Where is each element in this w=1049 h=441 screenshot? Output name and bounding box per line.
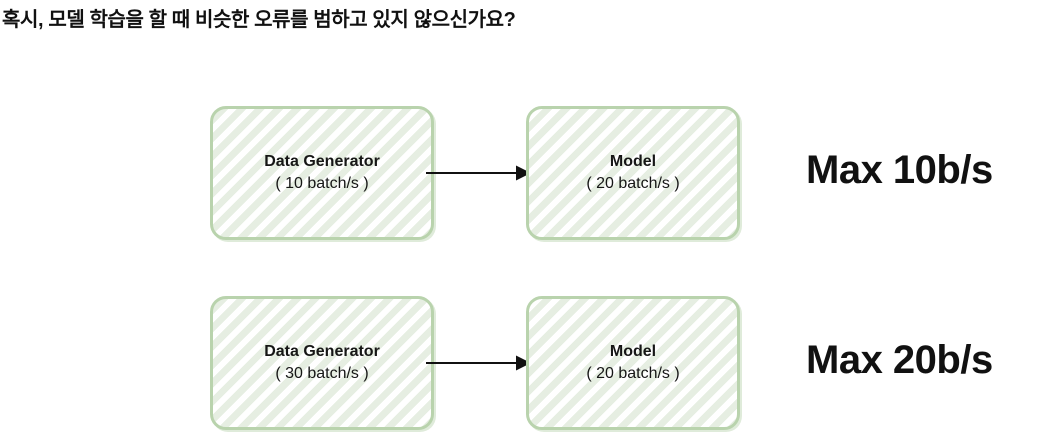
model-title: Model <box>609 152 657 170</box>
data-generator-title: Data Generator <box>264 152 380 170</box>
model-title: Model <box>609 342 657 360</box>
model-box: Model ( 20 batch/s ) <box>526 296 740 430</box>
data-generator-box: Data Generator ( 10 batch/s ) <box>210 106 434 240</box>
max-throughput-label: Max 20b/s <box>806 338 993 382</box>
data-generator-box: Data Generator ( 30 batch/s ) <box>210 296 434 430</box>
pipeline-row: Data Generator ( 10 batch/s ) Model ( 20… <box>0 106 1049 240</box>
max-throughput-label: Max 10b/s <box>806 148 993 192</box>
model-rate: ( 20 batch/s ) <box>586 364 680 382</box>
data-generator-title: Data Generator <box>264 342 380 360</box>
arrow-right-icon <box>426 161 536 185</box>
pipeline-row: Data Generator ( 30 batch/s ) Model ( 20… <box>0 296 1049 430</box>
model-box: Model ( 20 batch/s ) <box>526 106 740 240</box>
arrow-right-icon <box>426 351 536 375</box>
data-generator-rate: ( 30 batch/s ) <box>275 364 369 382</box>
model-rate: ( 20 batch/s ) <box>586 174 680 192</box>
page-title: 혹시, 모델 학습을 할 때 비슷한 오류를 범하고 있지 않으신가요? <box>2 9 516 31</box>
data-generator-rate: ( 10 batch/s ) <box>275 174 369 192</box>
